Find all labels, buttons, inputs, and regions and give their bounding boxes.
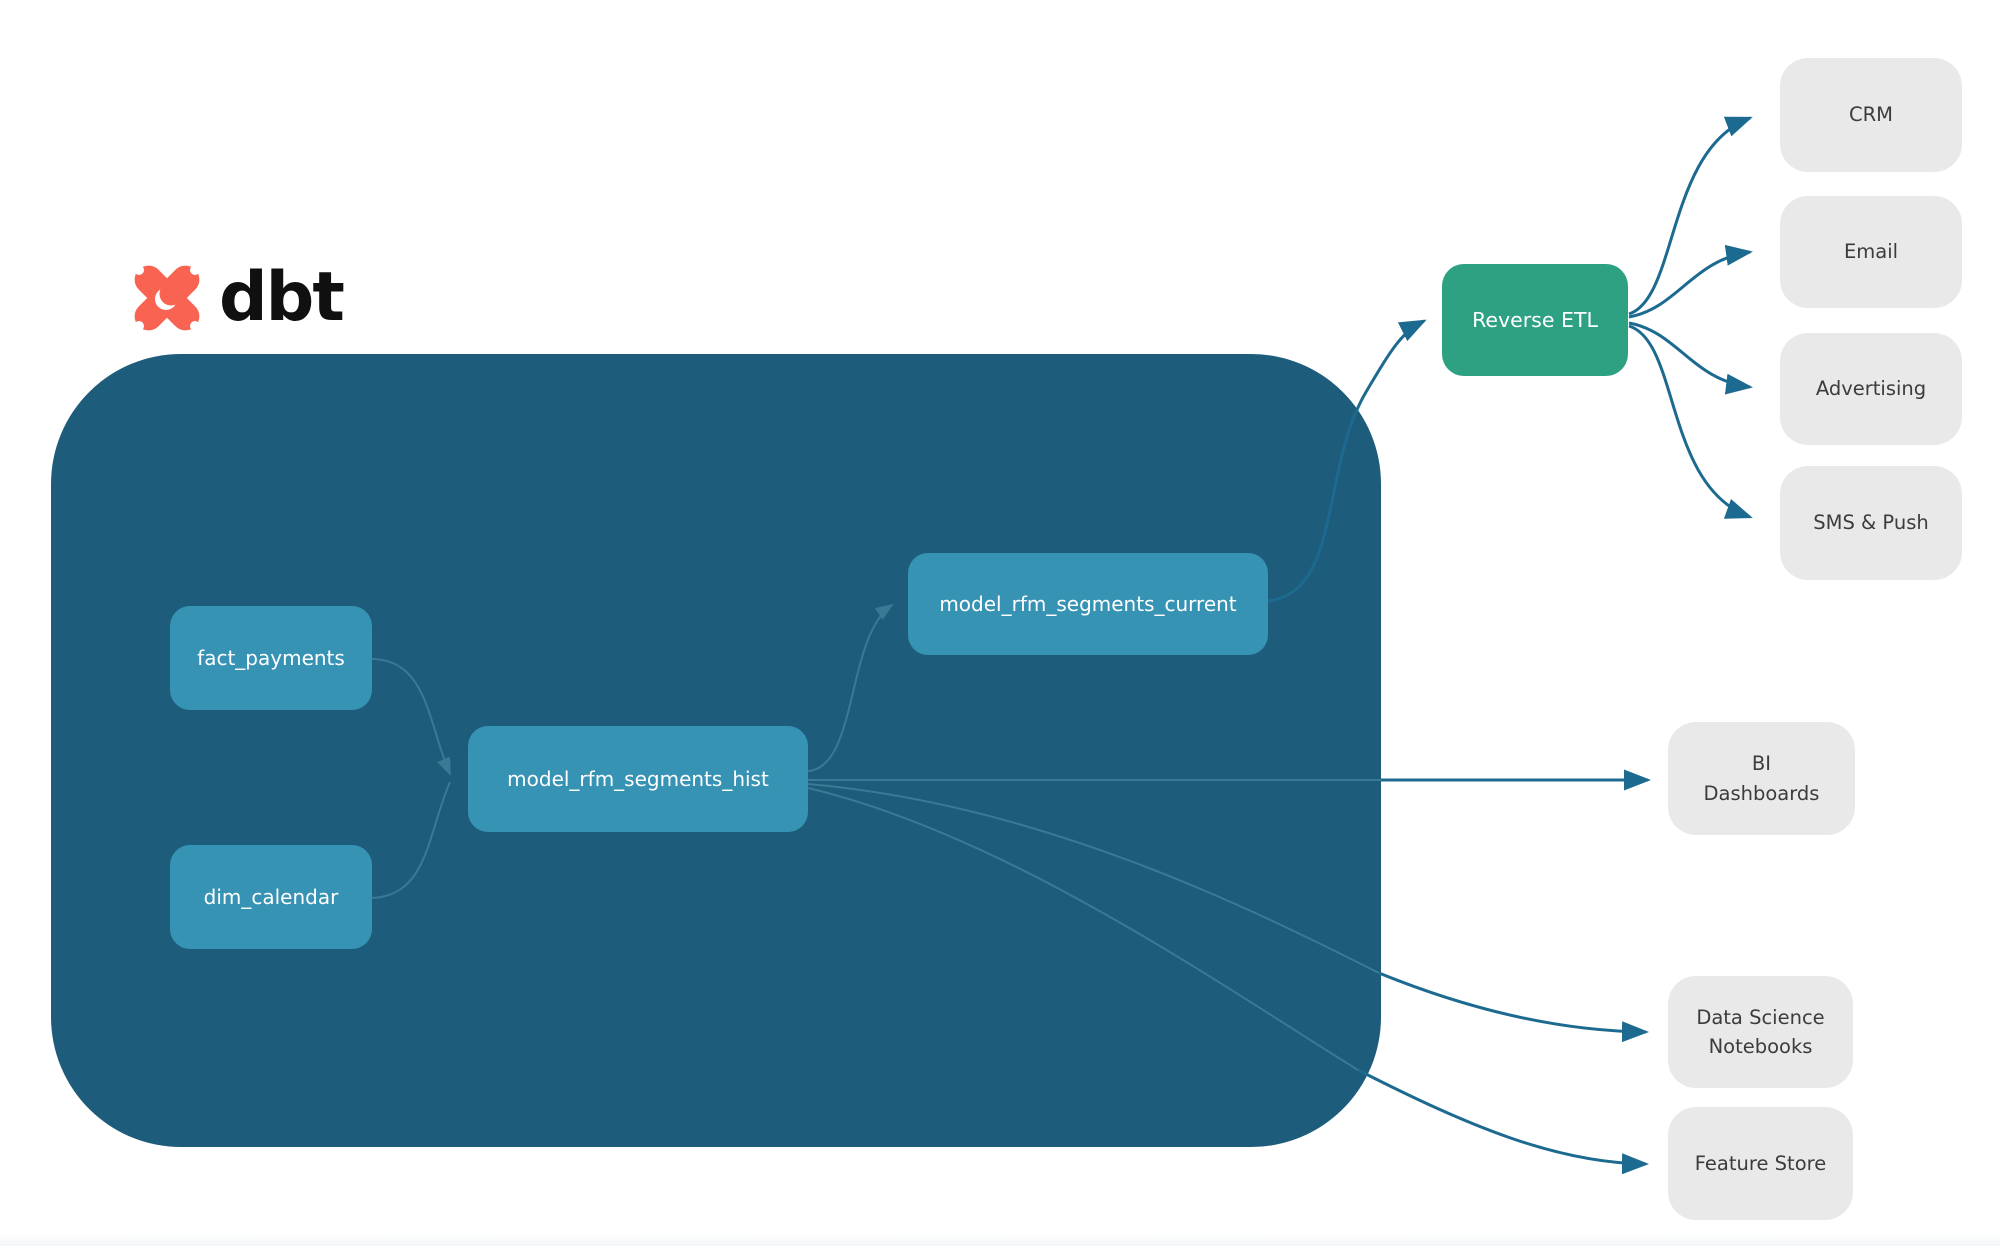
node-label: Feature Store: [1694, 1151, 1827, 1175]
node-label: Advertising: [1815, 377, 1927, 401]
edge-to-data-science-notebooks: [1378, 971, 1649, 1043]
edge-reverse-etl-to-advertising: [1628, 321, 1753, 395]
node-label: fact_payments: [197, 646, 345, 670]
node-bi-dashboards: BI Dashboards: [1668, 722, 1855, 835]
node-reverse-etl: Reverse ETL: [1442, 264, 1628, 376]
node-advertising: Advertising: [1780, 333, 1962, 445]
dbt-brand: dbt: [125, 256, 345, 340]
node-fact-payments: fact_payments: [170, 606, 372, 710]
node-data-science-notebooks: Data Science Notebooks: [1668, 976, 1853, 1088]
edge-reverse-etl-to-sms-push: [1628, 324, 1753, 519]
bottom-edge-strip: [0, 1233, 2000, 1246]
node-label: dim_calendar: [203, 885, 339, 909]
node-label: Email: [1843, 240, 1899, 264]
dbt-wordmark: dbt: [219, 258, 345, 337]
node-label: Reverse ETL: [1472, 308, 1598, 332]
node-label: Data Science Notebooks: [1696, 1005, 1825, 1058]
node-label: CRM: [1849, 103, 1893, 127]
node-label: model_rfm_segments_hist: [507, 767, 769, 791]
node-email: Email: [1780, 196, 1962, 308]
edge-reverse-etl-to-email: [1628, 244, 1753, 319]
edge-to-feature-store: [1357, 1068, 1649, 1175]
node-sms-push: SMS & Push: [1780, 466, 1962, 580]
node-label: BI Dashboards: [1703, 752, 1820, 805]
node-dim-calendar: dim_calendar: [170, 845, 372, 949]
node-crm: CRM: [1780, 58, 1962, 172]
node-feature-store: Feature Store: [1668, 1107, 1853, 1220]
node-label: SMS & Push: [1813, 511, 1929, 535]
edge-reverse-etl-to-crm: [1628, 116, 1753, 316]
node-model-rfm-segments-current: model_rfm_segments_current: [908, 553, 1268, 655]
node-label: model_rfm_segments_current: [939, 592, 1237, 616]
node-model-rfm-segments-hist: model_rfm_segments_hist: [468, 726, 808, 832]
dbt-logo-icon: [134, 265, 200, 331]
